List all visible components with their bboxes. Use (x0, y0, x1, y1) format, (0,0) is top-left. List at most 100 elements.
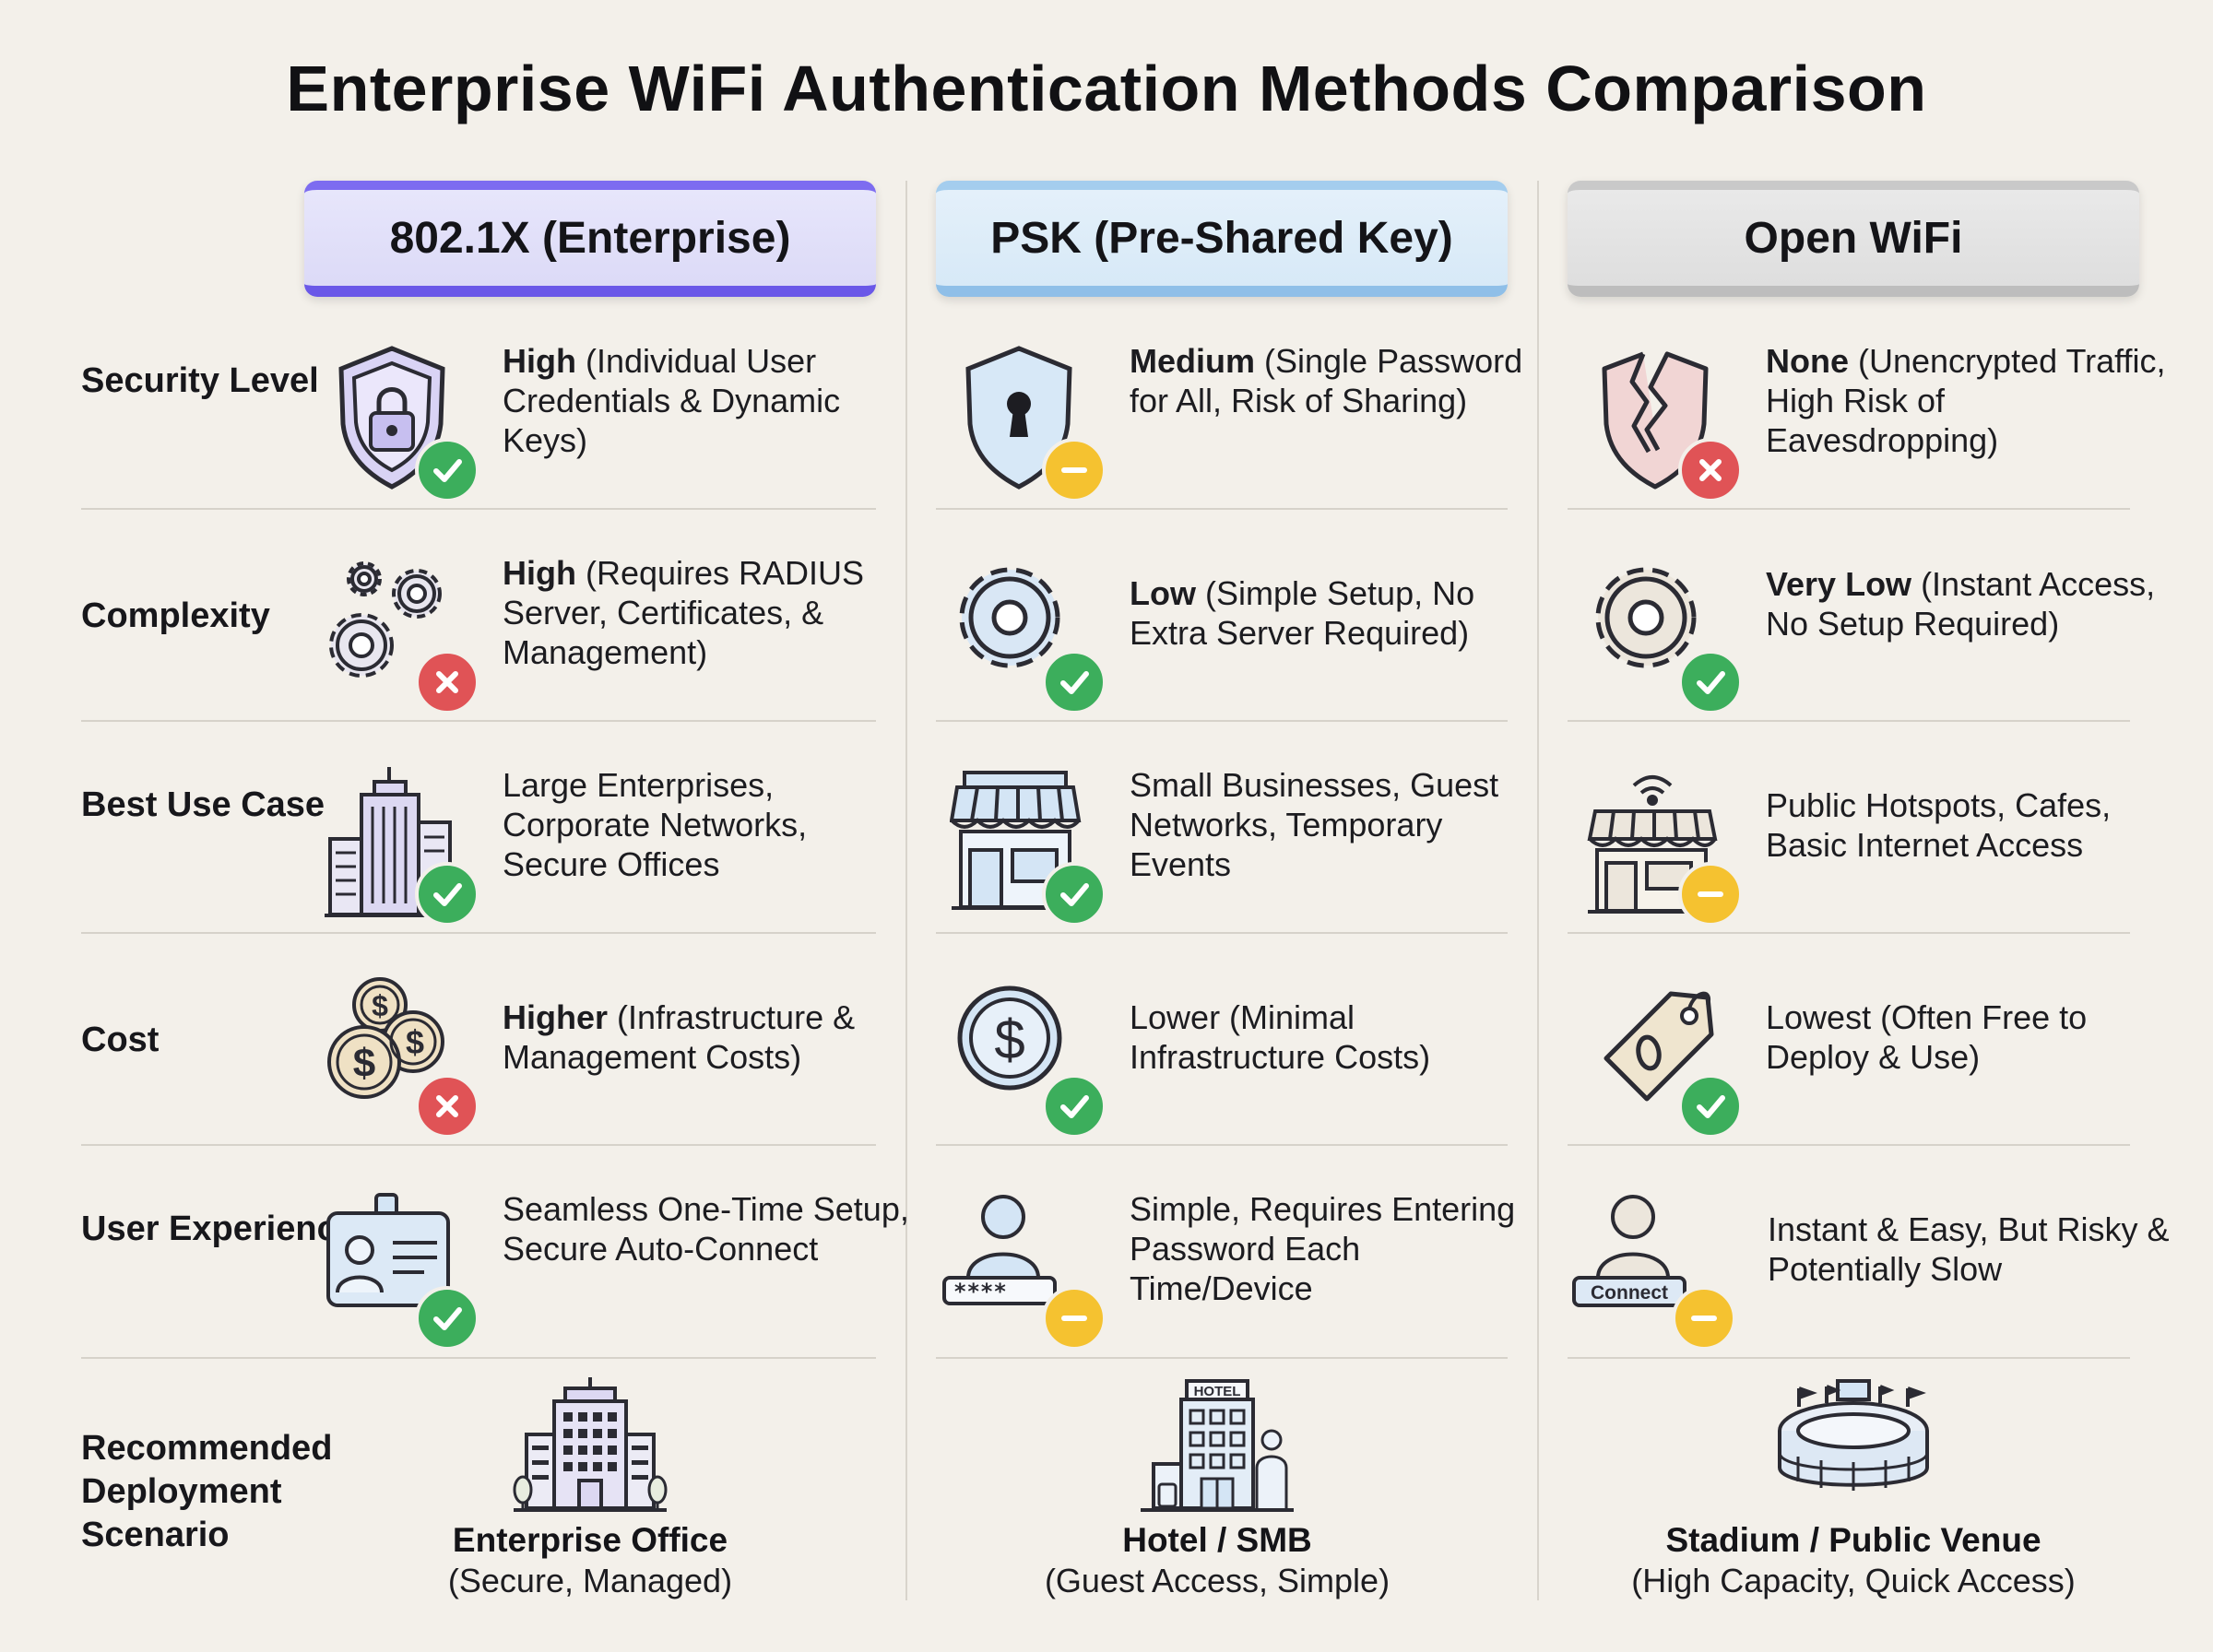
column-divider (905, 181, 907, 1600)
cell-ux-open: Connect Instant & Easy, But Risky & Pote… (1572, 1189, 2170, 1374)
deployment-desc: (Secure, Managed) (447, 1562, 733, 1599)
check-badge-icon (1042, 862, 1106, 926)
cell-cost-8021x: $ $ $ Higher (Infrastructure & Managemen… (323, 977, 913, 1162)
check-badge-icon (1042, 650, 1106, 714)
row-label-complexity: Complexity (81, 596, 270, 635)
row-label-cost: Cost (81, 1021, 160, 1059)
hotel-icon: HOTEL (1141, 1379, 1294, 1512)
row-divider (1568, 1357, 2130, 1359)
deployment-desc: (High Capacity, Quick Access) (1631, 1562, 2076, 1599)
row-divider (1568, 508, 2130, 510)
cell-text: Low (Simple Setup, No Extra Server Requi… (1130, 574, 1475, 652)
cell-usecase-8021x: Large Enterprises, Corporate Networks, S… (323, 765, 913, 950)
deployment-name: Stadium / Public Venue (1665, 1521, 2041, 1559)
cell-text: Instant & Easy, But Risky & Potentially … (1768, 1210, 2170, 1288)
row-label-security: Security Level (81, 361, 319, 400)
column-header-open: Open WiFi (1568, 181, 2139, 297)
neutral-badge-icon (1672, 1286, 1736, 1351)
deployment-hotel: HOTEL Hotel / SMB (Guest Access, Simple) (922, 1375, 1512, 1600)
neutral-badge-icon (1042, 438, 1106, 502)
cell-complexity-open: Very Low (Instant Access, No Setup Requi… (1586, 553, 2176, 738)
svg-text:$: $ (372, 989, 388, 1022)
cell-text: Small Businesses, Guest Networks, Tempor… (1130, 766, 1499, 883)
storefront-icon (950, 765, 1106, 926)
check-badge-icon (415, 862, 479, 926)
row-divider (81, 720, 876, 722)
deployment-name: Hotel / SMB (1122, 1521, 1312, 1559)
wifi-storefront-icon (1586, 765, 1743, 926)
check-badge-icon (415, 1286, 479, 1351)
user-password-icon: **** (942, 1189, 1106, 1351)
neutral-badge-icon (1678, 862, 1743, 926)
row-divider (936, 1357, 1508, 1359)
column-divider (1537, 181, 1539, 1600)
deployment-desc: (Guest Access, Simple) (1044, 1562, 1391, 1599)
cross-badge-icon (415, 1074, 479, 1139)
row-label-deployment: Recommended Deployment Scenario (81, 1429, 333, 1554)
cell-usecase-psk: Small Businesses, Guest Networks, Tempor… (950, 765, 1540, 950)
cross-badge-icon (1678, 438, 1743, 502)
cell-cost-open: Lowest (Often Free to Deploy & Use) (1586, 977, 2176, 1162)
cell-text: Very Low (Instant Access, No Setup Requi… (1766, 565, 2156, 643)
cell-text: Medium (Single Password for All, Risk of… (1130, 342, 1523, 419)
deployment-stadium: Stadium / Public Venue (High Capacity, Q… (1558, 1375, 2148, 1600)
broken-shield-icon (1586, 341, 1743, 502)
neutral-badge-icon (1042, 1286, 1106, 1351)
enterprise-office-icon (513, 1377, 668, 1512)
id-badge-icon (323, 1189, 479, 1351)
multi-gear-icon (323, 553, 479, 714)
cell-text: Simple, Requires Entering Password Each … (1130, 1190, 1516, 1307)
deployment-enterprise: Enterprise Office (Secure, Managed) (295, 1375, 885, 1600)
cell-security-psk: Medium (Single Password for All, Risk of… (950, 341, 1540, 525)
row-divider (1568, 932, 2130, 934)
office-building-icon (323, 765, 479, 926)
stadium-icon (1778, 1379, 1929, 1491)
row-divider (81, 508, 876, 510)
price-tag-zero-icon (1586, 977, 1743, 1139)
row-divider (1568, 1144, 2130, 1146)
cell-ux-psk: **** Simple, Requires Entering Password … (942, 1189, 1533, 1374)
check-badge-icon (415, 438, 479, 502)
row-divider (936, 932, 1508, 934)
gear-icon (950, 553, 1106, 714)
deployment-name: Enterprise Office (452, 1521, 728, 1559)
cell-security-open: None (Unencrypted Traffic, High Risk of … (1586, 341, 2176, 525)
cell-usecase-open: Public Hotspots, Cafes, Basic Internet A… (1586, 765, 2176, 950)
column-header-8021x: 802.1X (Enterprise) (304, 181, 876, 297)
row-label-user-experience: User Experience (81, 1210, 356, 1248)
column-header-psk: PSK (Pre-Shared Key) (936, 181, 1508, 297)
user-connect-icon: Connect (1572, 1189, 1736, 1351)
cell-complexity-psk: Low (Simple Setup, No Extra Server Requi… (950, 553, 1540, 738)
cell-text: Public Hotspots, Cafes, Basic Internet A… (1766, 786, 2112, 864)
shield-lock-icon (323, 341, 479, 502)
cell-text: Lower (Minimal Infrastructure Costs) (1130, 998, 1431, 1076)
cross-badge-icon (415, 650, 479, 714)
svg-text:Connect: Connect (1591, 1282, 1668, 1304)
svg-text:HOTEL: HOTEL (1194, 1384, 1241, 1399)
row-divider (1568, 720, 2130, 722)
check-badge-icon (1042, 1074, 1106, 1139)
dollar-coin-icon: $ (950, 977, 1106, 1139)
svg-text:$: $ (994, 1009, 1024, 1070)
shield-keyhole-icon (950, 341, 1106, 502)
row-divider (81, 932, 876, 934)
cell-text: Large Enterprises, Corporate Networks, S… (503, 766, 808, 883)
cell-security-8021x: High (Individual User Credentials & Dyna… (323, 341, 913, 525)
row-divider (936, 508, 1508, 510)
row-divider (936, 720, 1508, 722)
cell-text: High (Requires RADIUS Server, Certificat… (503, 554, 865, 671)
cell-ux-8021x: Seamless One-Time Setup, Secure Auto-Con… (323, 1189, 913, 1374)
cell-complexity-8021x: High (Requires RADIUS Server, Certificat… (323, 553, 913, 738)
cell-text: High (Individual User Credentials & Dyna… (503, 342, 841, 459)
cell-text: Lowest (Often Free to Deploy & Use) (1766, 998, 2088, 1076)
cell-cost-psk: $ Lower (Minimal Infrastructure Costs) (950, 977, 1540, 1162)
svg-text:$: $ (353, 1041, 375, 1086)
cell-text: Higher (Infrastructure & Management Cost… (503, 998, 856, 1076)
row-divider (81, 1144, 876, 1146)
row-label-best-use: Best Use Case (81, 785, 325, 824)
check-badge-icon (1678, 650, 1743, 714)
coins-stack-icon: $ $ $ (323, 977, 479, 1139)
cell-text: Seamless One-Time Setup, Secure Auto-Con… (503, 1190, 909, 1268)
gear-icon (1586, 553, 1743, 714)
